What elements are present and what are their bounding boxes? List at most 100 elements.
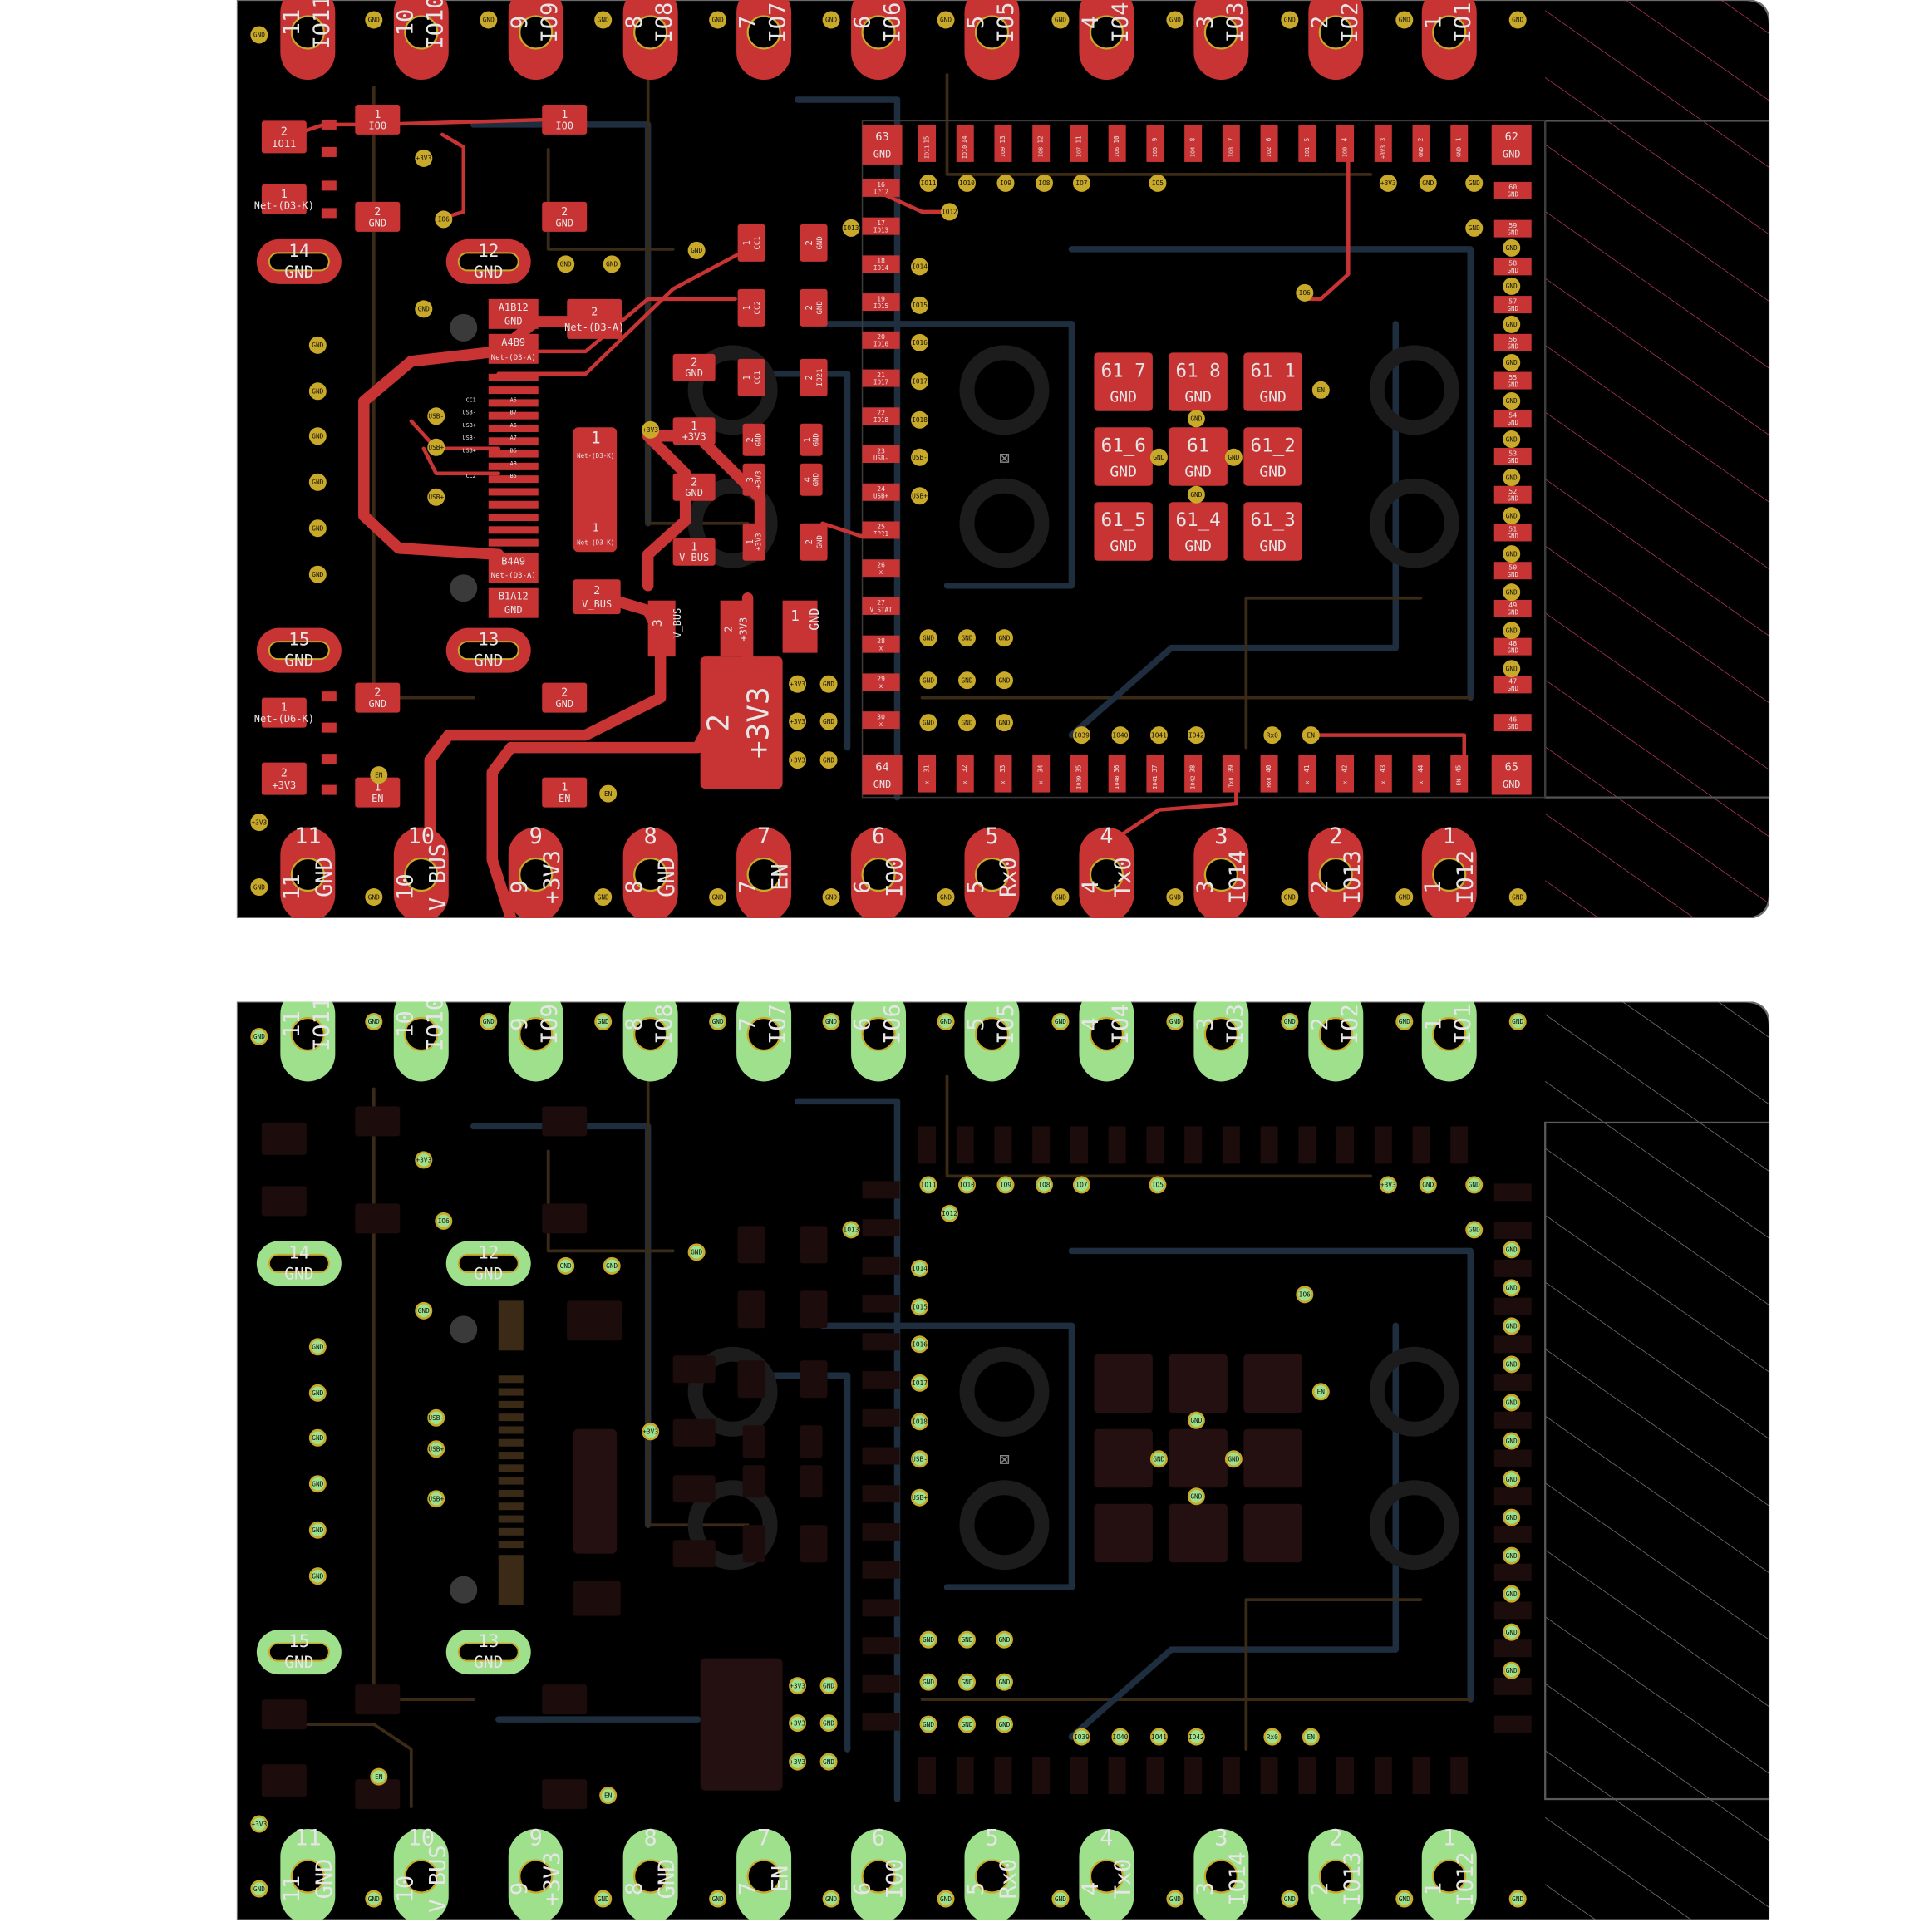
via-label: GND xyxy=(1506,283,1518,290)
via-pad xyxy=(1227,1452,1241,1466)
header-pin-hole xyxy=(1432,15,1467,50)
via-label: GND xyxy=(825,893,837,901)
via-pad xyxy=(939,1892,952,1905)
smd-pad xyxy=(573,579,621,615)
via-label: GND xyxy=(961,1679,972,1686)
via: IO6 xyxy=(435,1212,453,1230)
via-label: GND xyxy=(483,1018,495,1025)
ghost-thermal-pad xyxy=(1243,1354,1302,1413)
via-pad xyxy=(913,413,927,427)
via-pad xyxy=(942,1207,957,1221)
pad-label: 3 xyxy=(1379,138,1386,142)
via-label: GND xyxy=(312,479,323,486)
ghost-usb-pin xyxy=(498,1438,524,1447)
ghost-diode xyxy=(573,1428,618,1554)
via: EN xyxy=(1302,1728,1320,1746)
via-pad xyxy=(711,13,725,27)
header-pin-hole xyxy=(1089,1016,1124,1052)
pad-label: GND xyxy=(555,217,573,229)
module-pin-right xyxy=(1493,219,1532,238)
via-pad xyxy=(367,1015,381,1029)
module-pin-right xyxy=(1493,410,1532,428)
via-pad xyxy=(913,1452,927,1466)
header-pin-hole xyxy=(1203,1859,1238,1894)
via: GND xyxy=(308,382,327,401)
module-pin-left xyxy=(862,407,900,425)
mount-hole xyxy=(1369,345,1459,435)
via-label: GND xyxy=(1055,1895,1066,1903)
via-label: IO16 xyxy=(912,1341,928,1349)
via-label: EN xyxy=(604,790,613,798)
via-pad xyxy=(253,1030,266,1044)
via-label: GND xyxy=(1506,665,1518,672)
module-pin-top xyxy=(1450,124,1469,162)
via-pad xyxy=(1504,1587,1518,1600)
header-pin-hole xyxy=(290,1016,325,1052)
via-label: GND xyxy=(253,1033,265,1040)
pad-label: 58 xyxy=(1508,259,1517,268)
pad-label: 1 xyxy=(561,108,568,121)
via-label: GND xyxy=(1284,893,1296,901)
header-pin-hole xyxy=(1089,857,1124,892)
via-pad xyxy=(367,890,381,904)
via-label: GND xyxy=(998,1721,1010,1728)
pad-label: 1 xyxy=(374,780,381,794)
pad-label: 6 xyxy=(1265,137,1272,141)
smd-pad-small xyxy=(321,784,337,795)
pad-label: IO4 xyxy=(1190,147,1197,157)
slot-net: GND xyxy=(284,263,313,282)
via-pad xyxy=(913,298,927,312)
via: GND xyxy=(308,1521,327,1539)
via-label: USB+ xyxy=(428,1495,444,1502)
via-pad xyxy=(1504,509,1518,523)
pad-label: 62 xyxy=(1505,130,1518,144)
via: GND xyxy=(822,888,840,907)
via: GND xyxy=(937,1012,955,1030)
slot-net: GND xyxy=(474,263,503,282)
pad-label: 1 xyxy=(742,305,752,310)
via-label: IO39 xyxy=(1074,731,1090,739)
header-pin-number: 10 xyxy=(392,873,418,900)
smd-pad xyxy=(737,288,765,327)
usb-mount-hole xyxy=(450,574,478,602)
ghost-pad xyxy=(1493,1487,1532,1506)
ghost-pad xyxy=(1493,1259,1532,1277)
via: GND xyxy=(819,1677,838,1695)
ghost-pad xyxy=(1222,1757,1240,1795)
pad-label: GND xyxy=(1507,571,1518,578)
module-pin-top xyxy=(1222,124,1240,162)
ldo-pin xyxy=(782,600,818,653)
via: GND xyxy=(365,1890,383,1908)
via-pad xyxy=(711,1015,725,1029)
module-pin-left xyxy=(862,179,900,197)
via-label: IO9 xyxy=(1000,1182,1011,1189)
via: GND xyxy=(1281,1890,1299,1908)
via: GND xyxy=(1281,888,1299,907)
pad-label: GND xyxy=(504,315,523,327)
via: GND xyxy=(958,1715,976,1733)
module-pin-left xyxy=(862,331,900,349)
header-pin-label: Rx0 xyxy=(996,857,1021,897)
via-pad xyxy=(429,440,443,455)
ghost-pad xyxy=(573,1581,621,1616)
pad-label: IO7 xyxy=(1075,147,1082,157)
header-pin-number: 3 xyxy=(1193,880,1218,893)
ghost-pad xyxy=(742,1425,765,1458)
via-pad xyxy=(822,715,835,728)
via: +3V3 xyxy=(789,1753,807,1771)
ghost-pad xyxy=(542,1203,588,1234)
antenna-keepout xyxy=(1545,1001,1770,1920)
pad-label: 1 xyxy=(742,240,752,245)
pad-label: 41 xyxy=(1303,765,1311,773)
via: USB+ xyxy=(427,438,445,456)
inner-trace xyxy=(744,1372,851,1753)
via-label: GND xyxy=(1169,1895,1181,1903)
header-pin-number: 11 xyxy=(294,1826,321,1851)
ghost-pad xyxy=(956,1757,974,1795)
header-pin-label: IO1 xyxy=(1450,2,1476,43)
via-label: GND xyxy=(1469,179,1480,187)
pad-label: Tx0 xyxy=(1228,778,1234,788)
via: GND xyxy=(995,1630,1013,1649)
via: USB- xyxy=(911,448,929,466)
